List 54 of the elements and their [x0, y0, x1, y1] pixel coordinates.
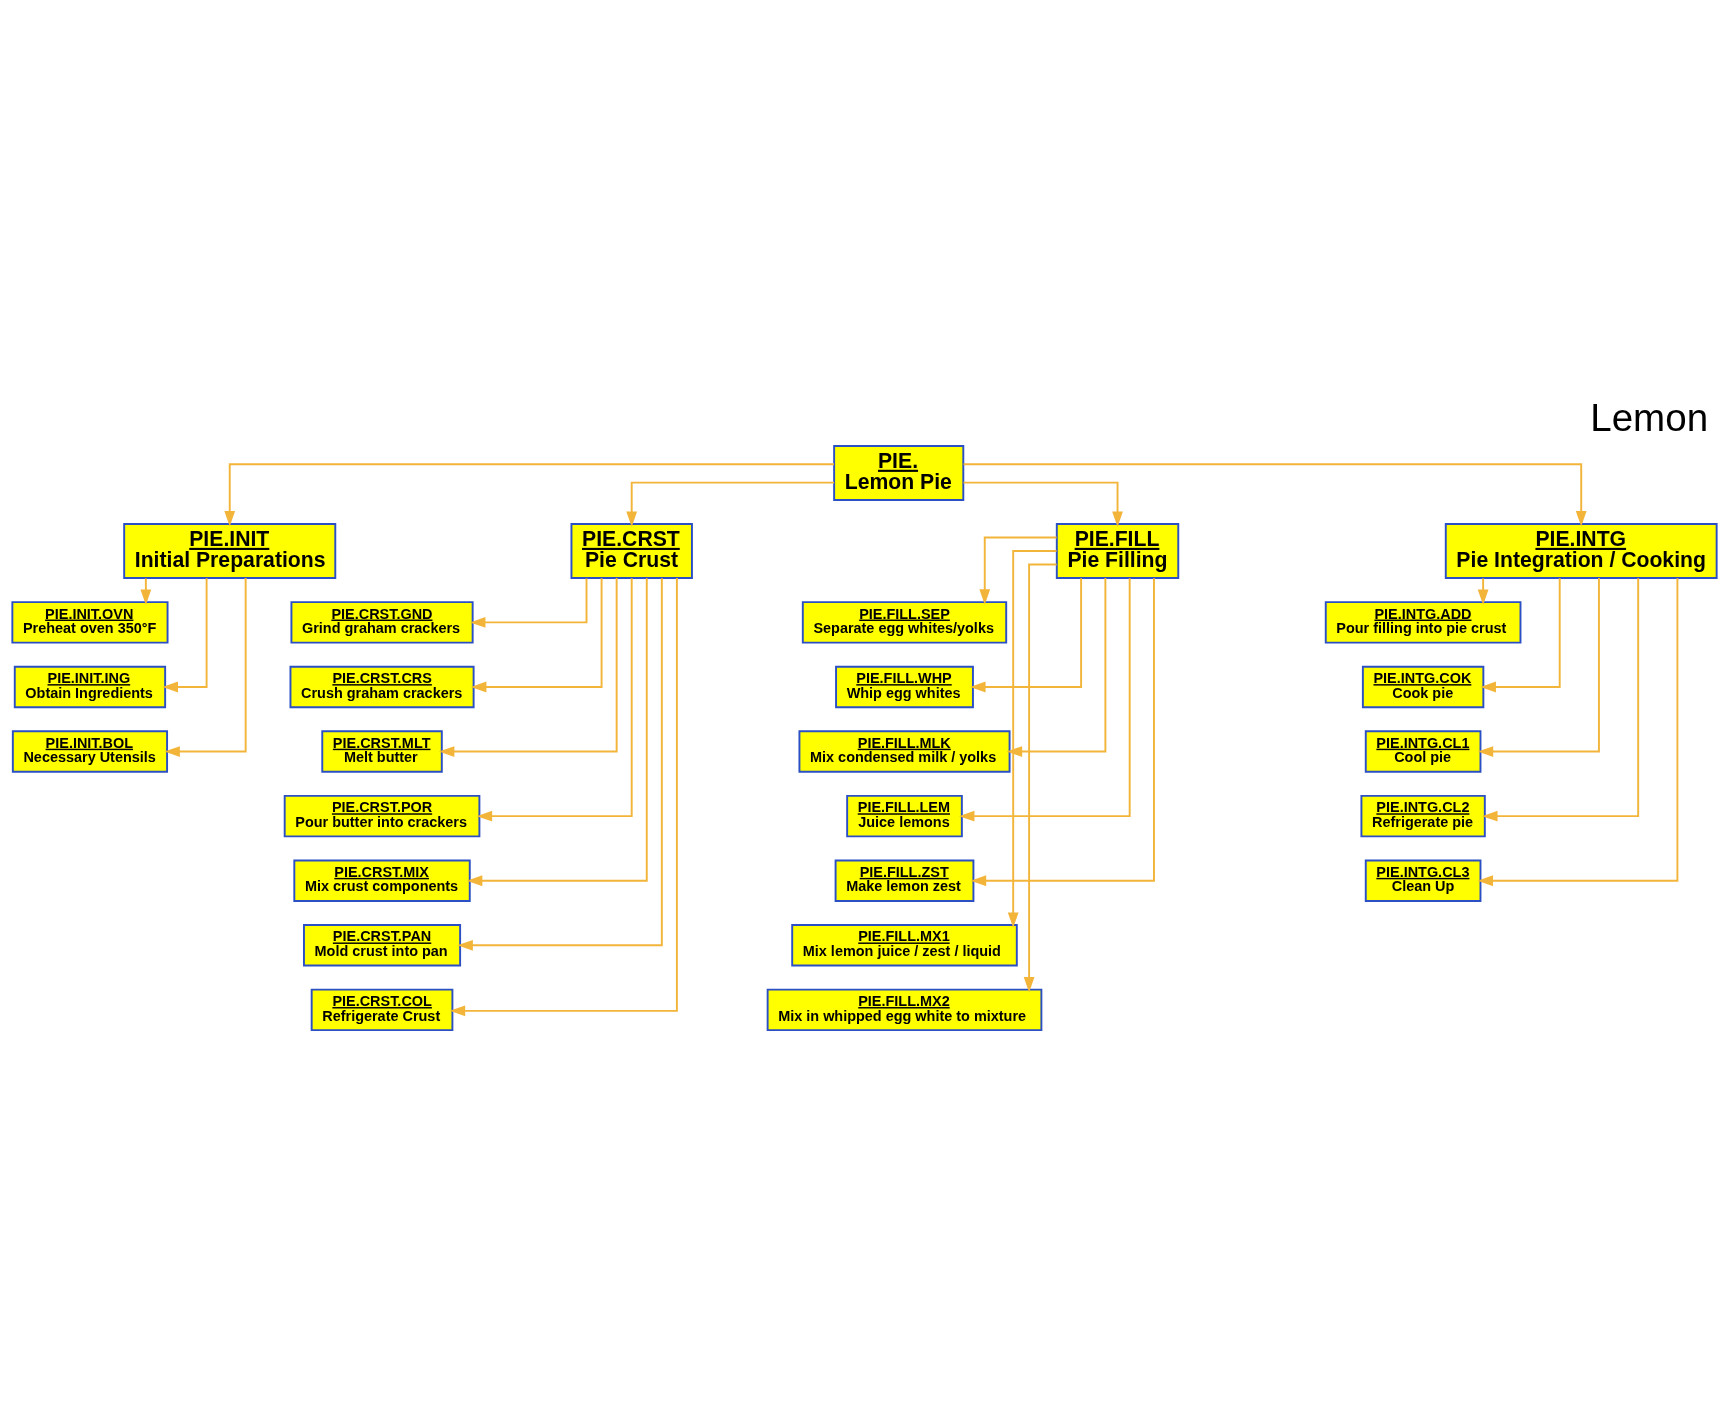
arrow [470, 576, 603, 692]
node-box: PIE.INTG.ADD Pour filling into pie crust [1324, 600, 1522, 644]
arrow [970, 576, 1083, 692]
node-box: PIE.INIT Initial Preparations [123, 522, 337, 579]
arrow [224, 462, 835, 527]
arrow [1482, 576, 1640, 822]
arrow [962, 481, 1123, 527]
node-box: PIE.INIT.OVN Preheat oven 350°F [11, 600, 169, 644]
node-box: PIE.FILL Pie Filling [1055, 522, 1180, 579]
node-box: PIE.FILL.SEP Separate egg whites/yolks [801, 600, 1008, 644]
node-box: PIE. Lemon Pie [833, 444, 965, 501]
arrow [476, 576, 633, 822]
arrow [1480, 576, 1561, 692]
node-box: PIE.CRST.MIX Mix crust components [293, 859, 471, 902]
arrow [970, 576, 1155, 886]
node-box: PIE.INTG.COK Cook pie [1361, 665, 1485, 708]
arrow [438, 576, 618, 757]
arrow [470, 576, 588, 628]
diagram-title: Lemon [1590, 395, 1709, 439]
node-box: PIE.FILL.LEM Juice lemons [846, 794, 963, 837]
arrow [1477, 576, 1489, 605]
arrow [164, 576, 247, 757]
arrow [140, 576, 152, 605]
node-box: PIE.FILL.WHP Whip egg whites [835, 665, 974, 708]
node-box: PIE.CRST.PAN Mold crust into pan [303, 923, 462, 967]
arrow [1023, 563, 1058, 993]
node-box: PIE.CRST Pie Crust [570, 522, 693, 579]
arrow [162, 576, 208, 692]
arrow [1007, 549, 1058, 928]
arrow [457, 576, 663, 951]
arrow [962, 462, 1587, 527]
arrow [1006, 576, 1107, 757]
arrow [959, 576, 1131, 822]
node-box: PIE.CRST.MLT Melt butter [321, 729, 443, 773]
node-box: PIE.INTG.CL2 Refrigerate pie [1360, 794, 1486, 837]
node-box: PIE.INTG.CL3 Clean Up [1364, 859, 1482, 902]
node-box: PIE.INTG.CL1 Cool pie [1364, 729, 1482, 773]
arrow [979, 536, 1058, 605]
node-box: PIE.INIT.BOL Necessary Utensils [11, 729, 169, 773]
node-box: PIE.FILL.MX1 Mix lemon juice / zest / liquid [791, 923, 1018, 967]
arrow [1477, 576, 1679, 886]
arrow [466, 576, 648, 886]
arrow [626, 481, 836, 527]
node-box: PIE.CRST.CRS Crush graham crackers [289, 665, 475, 708]
node-box: PIE.FILL.ZST Make lemon zest [834, 859, 975, 902]
node-box: PIE.INTG Pie Integration / Cooking [1444, 522, 1718, 579]
arrow [1477, 576, 1600, 757]
node-box: PIE.CRST.COL Refrigerate Crust [310, 988, 454, 1031]
node-box: PIE.FILL.MLK Mix condensed milk / yolks [798, 729, 1011, 773]
node-box: PIE.CRST.POR Pour butter into crackers [283, 794, 481, 837]
node-box: PIE.INIT.ING Obtain Ingredients [13, 665, 167, 708]
node-box: PIE.FILL.MX2 Mix in whipped egg white to mixture [766, 988, 1043, 1031]
arrow [449, 576, 678, 1016]
node-box: PIE.CRST.GND Grind graham crackers [290, 600, 474, 644]
